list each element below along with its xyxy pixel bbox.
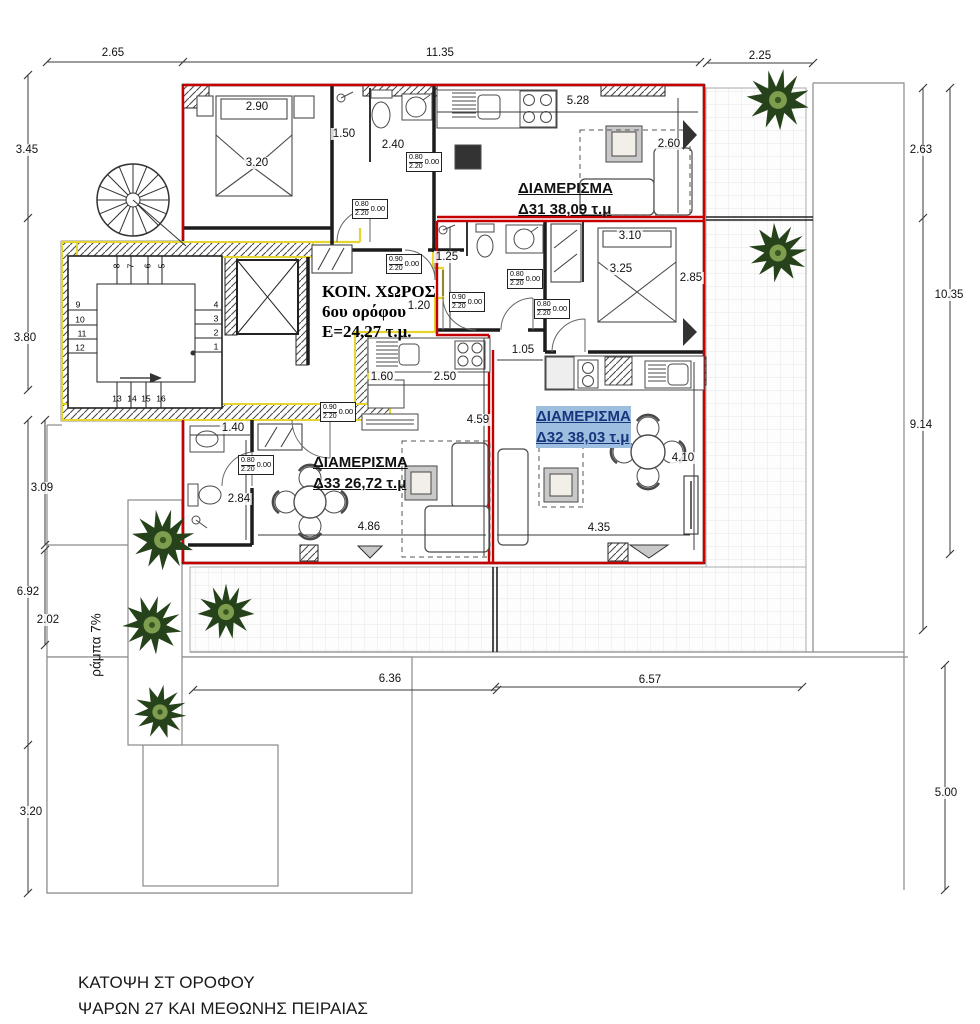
- dim-right-2: 10.35: [932, 289, 966, 301]
- dim-living1: 2.60: [655, 138, 683, 150]
- title-line-1: ΚΑΤΟΨΗ ΣΤ ΟΡΟΦΟΥ: [78, 973, 255, 992]
- dim-wc3-a: 1.40: [219, 422, 247, 434]
- stair-step-12: 12: [75, 342, 85, 353]
- tv-stands: [404, 125, 643, 503]
- dim-kitchen1: 5.28: [564, 95, 592, 107]
- dim-left-2: 3.80: [11, 332, 39, 344]
- dining-table-d32: [609, 413, 687, 491]
- plot-outline: [46, 82, 908, 894]
- stair-step-11: 11: [77, 328, 87, 339]
- bathroom-d31: [336, 89, 433, 129]
- dim-kitchen2: 1.05: [509, 344, 537, 356]
- stair-step-4: 4: [213, 299, 219, 310]
- dim-top-main: 11.35: [424, 47, 456, 59]
- main-staircase: [67, 255, 223, 409]
- title-line-2: ΨΑΡΩΝ 27 ΚΑΙ ΜΕΘΩΝΗΣ ΠΕΙΡΑΙΑΣ: [78, 998, 368, 1018]
- bed-d32: [597, 227, 677, 323]
- wardrobes: [257, 223, 582, 451]
- dim-left-1: 3.45: [13, 144, 41, 156]
- stair-step-2: 2: [213, 327, 219, 338]
- apartment-boundary-red: [181, 83, 706, 565]
- bathroom-d32: [438, 223, 544, 258]
- dim-bed1-width: 2.90: [243, 101, 271, 113]
- dim-bed2-length: 3.25: [607, 263, 635, 275]
- dim-kitchen3-b: 2.50: [431, 371, 459, 383]
- drawing-title: ΚΑΤΟΨΗ ΣΤ ΟΡΟΦΟΥ ΨΑΡΩΝ 27 ΚΑΙ ΜΕΘΩΝΗΣ ΠΕ…: [78, 970, 368, 1021]
- ramp-label: ράμπα 7%: [88, 613, 104, 677]
- dim-bed2-height: 2.85: [677, 272, 705, 284]
- dim-bed1-length: 3.20: [243, 157, 271, 169]
- interior-walls-thin: [369, 88, 584, 282]
- dining-table-d33: [271, 463, 349, 541]
- dim-right-3: 9.14: [907, 419, 935, 431]
- dim-bottom-2: 6.57: [636, 674, 664, 686]
- dim-hall-door: 1.20: [405, 300, 433, 312]
- stair-step-9: 9: [75, 299, 81, 310]
- dim-top-right: 2.25: [746, 50, 774, 62]
- dim-top-left: 2.65: [99, 47, 127, 59]
- sofas: [424, 147, 693, 553]
- apartment-label-d33: ΔΙΑΜΕΡΙΣΜΑ Δ33 26,72 τ.μ: [313, 454, 408, 492]
- terrace-tiles: [189, 87, 807, 653]
- stair-step-6: 6: [142, 263, 153, 269]
- common-area-label: ΚΟΙΝ. ΧΩΡΟΣ 6ου ορόφου Ε=24,27 τ.μ.: [322, 282, 436, 342]
- kitchen-d32: [544, 355, 705, 391]
- dim-wc1: 2.40: [379, 139, 407, 151]
- stair-step-8: 8: [111, 263, 122, 269]
- dim-left-5: 2.02: [34, 614, 62, 626]
- dim-wc3-b: 2.84: [225, 493, 253, 505]
- stair-step-5: 5: [156, 263, 167, 269]
- stair-step-16: 16: [156, 393, 166, 404]
- dim-living3: 4.86: [355, 521, 383, 533]
- dimension-lines: [23, 57, 955, 898]
- dim-wc2: 1.25: [433, 251, 461, 263]
- stair-step-15: 15: [141, 393, 151, 404]
- stair-step-10: 10: [75, 314, 85, 325]
- elevator-shaft: [236, 259, 299, 335]
- stair-step-1: 1: [213, 341, 219, 352]
- dim-kitchen3-a: 1.60: [368, 371, 396, 383]
- bed-d31: [196, 95, 315, 197]
- dim-shower1: 1.50: [330, 128, 358, 140]
- dim-living2-a: 4.10: [669, 452, 697, 464]
- interior-walls: [183, 85, 704, 547]
- stair-step-3: 3: [213, 313, 219, 324]
- terrace-dividers: [492, 216, 813, 652]
- dim-bottom-1: 6.36: [376, 673, 404, 685]
- dim-right-4: 5.00: [932, 787, 960, 799]
- dim-left-6: 3.20: [17, 806, 45, 818]
- stair-step-14: 14: [127, 393, 137, 404]
- spiral-staircase: [96, 163, 187, 247]
- apartment-label-d32: ΔΙΑΜΕΡΙΣΜΑ Δ32 38,03 τ.μ: [536, 406, 631, 448]
- dim-bed2-width: 3.10: [616, 230, 644, 242]
- dim-left-4: 6.92: [14, 586, 42, 598]
- kitchen-d31: [436, 89, 558, 170]
- dim-right-1: 2.63: [907, 144, 935, 156]
- apartment-label-d31: ΔΙΑΜΕΡΙΣΜΑ Δ31 38,09 τ.μ: [518, 180, 613, 218]
- dim-left-3: 3.09: [28, 482, 56, 494]
- dim-living2-b: 4.35: [585, 522, 613, 534]
- stair-step-7: 7: [125, 263, 136, 269]
- stair-step-13: 13: [112, 393, 122, 404]
- dim-kitchen3-c: 4.59: [464, 414, 492, 426]
